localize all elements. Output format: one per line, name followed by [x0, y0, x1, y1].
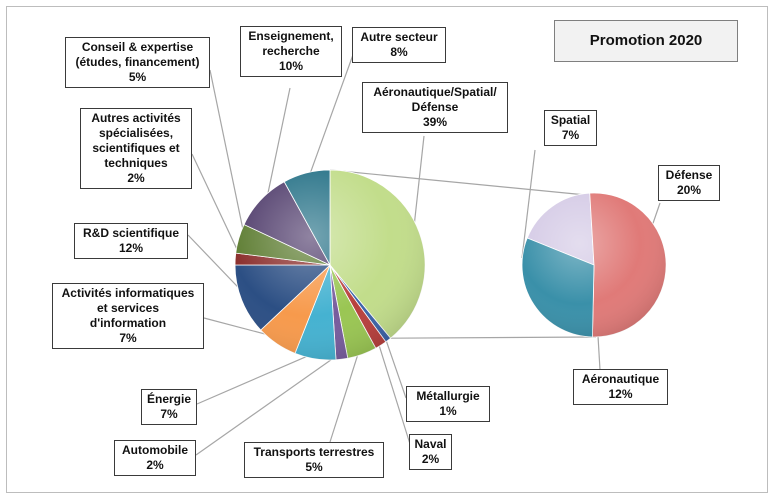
chart-title: Promotion 2020	[554, 20, 738, 62]
leader-line-autre-secteur	[307, 51, 355, 180]
leader-line-aeronautique-spatial-defense	[412, 135, 425, 236]
leader-lines	[187, 51, 661, 456]
secondary-pie	[521, 192, 667, 338]
leader-line-enseignement-recherche	[265, 87, 291, 205]
leader-line-naval	[376, 339, 411, 445]
main-pie-shading	[235, 170, 425, 360]
data-label-activites-informatiques: Activités informatiques et services d'in…	[52, 283, 204, 349]
connector-lines	[329, 169, 597, 339]
leader-line-conseil-expertise-etudes-financement	[209, 69, 246, 241]
leader-line-energie	[196, 351, 317, 405]
leader-line-automobile	[195, 352, 342, 456]
data-label-conseil-expertise: Conseil & expertise (études, financement…	[65, 37, 210, 88]
connector-top	[329, 169, 587, 196]
leader-line-aeronautique	[597, 335, 601, 371]
data-label-autres-activites: Autres activités spécialisées, scientifi…	[80, 108, 192, 189]
leader-line-autres-activites-specialisees-scientifiques-et-techniques	[191, 153, 243, 260]
main-pie	[234, 169, 426, 361]
connector-bottom	[390, 336, 597, 339]
leader-line-spatial	[521, 149, 536, 259]
leader-line-transports-terrestres	[329, 347, 361, 443]
secondary-pie-shading	[522, 193, 666, 337]
leader-line-metallurgie	[383, 334, 407, 399]
